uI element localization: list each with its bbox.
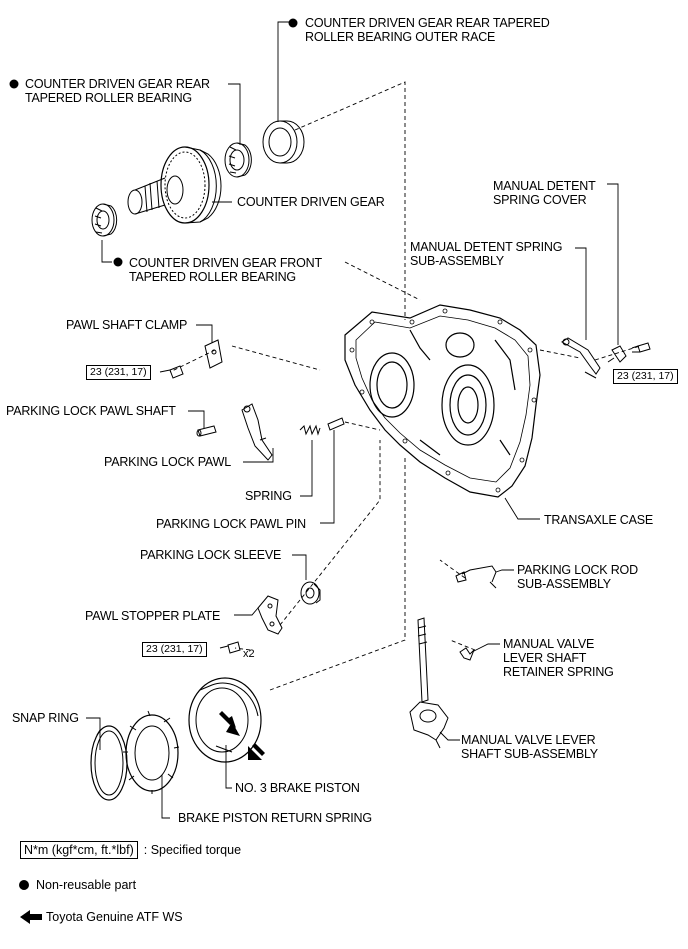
left-bolt-drawing [159,365,184,379]
label-lever-shaft: MANUAL VALVE LEVER SHAFT SUB-ASSEMBLY [461,733,598,761]
lock-pawl-drawing [241,403,273,461]
right-bolt-drawing [631,342,651,353]
legend-atf: Toyota Genuine ATF WS [46,910,183,924]
torque-right-bolt: 23 (231, 17) [613,369,678,384]
label-front-bearing: COUNTER DRIVEN GEAR FRONT TAPERED ROLLER… [129,256,322,284]
label-outer-race: COUNTER DRIVEN GEAR REAR TAPERED ROLLER … [305,16,550,44]
front-bearing-drawing [91,203,118,237]
detent-spring-drawing [561,337,601,379]
brake-piston-drawing [188,677,262,763]
leader-lines [86,21,619,819]
snap-ring-drawing [90,725,128,801]
label-detent-cover: MANUAL DETENT SPRING COVER [493,179,596,207]
label-snap-ring: SNAP RING [12,711,79,725]
atf-arrows [219,711,265,760]
outer-race-drawing [262,120,305,164]
spring-drawing [299,424,321,436]
label-stopper-plate: PAWL STOPPER PLATE [85,609,221,623]
legend-atf-arrow [20,910,42,924]
driven-gear-drawing [127,146,222,224]
label-brake-piston: NO. 3 BRAKE PISTON [235,781,360,795]
transaxle-case-drawing [344,304,541,498]
assembly-dashed-lines [169,81,641,691]
stopper-plate-drawing [257,595,283,635]
pawl-pin-drawing [327,417,345,431]
torque-left-bolt: 23 (231, 17) [86,365,151,380]
label-driven-gear: COUNTER DRIVEN GEAR [237,195,385,209]
label-return-spring: BRAKE PISTON RETURN SPRING [178,811,372,825]
label-pawl-pin: PARKING LOCK PAWL PIN [156,517,306,531]
pawl-shaft-drawing [196,425,217,437]
label-lock-pawl: PARKING LOCK PAWL [104,455,231,469]
label-lock-sleeve: PARKING LOCK SLEEVE [140,548,282,562]
legend-non-reusable: Non-reusable part [36,878,137,892]
legend-torque-unit: N*m (kgf*cm, ft.*lbf) [20,841,138,859]
plate-bolt-drawing [219,641,241,654]
legend-torque-desc: : Specified torque [143,843,242,857]
label-retainer-spring: MANUAL VALVE LEVER SHAFT RETAINER SPRING [503,637,614,679]
lock-rod-drawing [455,565,497,589]
retainer-spring-drawing [459,647,475,661]
plate-bolt-qty: x2 [243,648,255,660]
rear-bearing-drawing [224,142,252,178]
label-lock-rod: PARKING LOCK ROD SUB-ASSEMBLY [517,563,638,591]
torque-plate-bolt: 23 (231, 17) [142,642,207,657]
label-spring: SPRING [245,489,292,503]
label-detent-spring: MANUAL DETENT SPRING SUB-ASSEMBLY [410,240,563,268]
label-transaxle-case: TRANSAXLE CASE [544,513,654,527]
return-spring-drawing [123,710,180,794]
label-pawl-shaft: PARKING LOCK PAWL SHAFT [6,404,176,418]
lever-shaft-drawing [409,617,449,749]
pawl-shaft-clamp-drawing [204,339,223,369]
label-pawl-shaft-clamp: PAWL SHAFT CLAMP [66,318,188,332]
label-rear-bearing: COUNTER DRIVEN GEAR REAR TAPERED ROLLER … [25,77,210,105]
lock-sleeve-drawing [300,581,321,605]
detent-cover-drawing [607,345,627,363]
legend-torque: N*m (kgf*cm, ft.*lbf) : Specified torque [20,841,242,859]
